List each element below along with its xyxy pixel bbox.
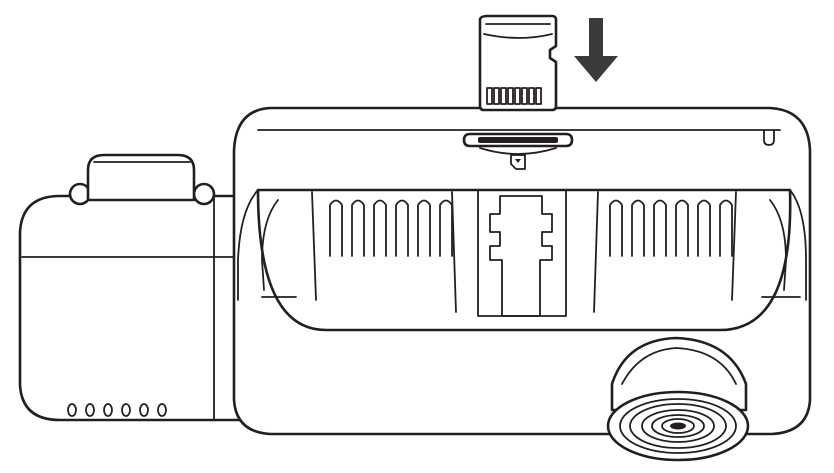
lens-assembly bbox=[606, 336, 750, 462]
card-contacts bbox=[486, 87, 542, 105]
sd-card-symbol-icon bbox=[510, 154, 526, 170]
microsd-card-icon bbox=[478, 14, 558, 112]
vents-left bbox=[329, 199, 453, 257]
down-arrow-icon bbox=[574, 18, 618, 82]
side-module bbox=[18, 194, 250, 422]
mount-socket bbox=[477, 189, 567, 317]
top-button bbox=[68, 153, 216, 206]
card-slot-icon bbox=[462, 132, 574, 155]
vents-right bbox=[609, 199, 733, 257]
side-vents bbox=[67, 403, 167, 417]
